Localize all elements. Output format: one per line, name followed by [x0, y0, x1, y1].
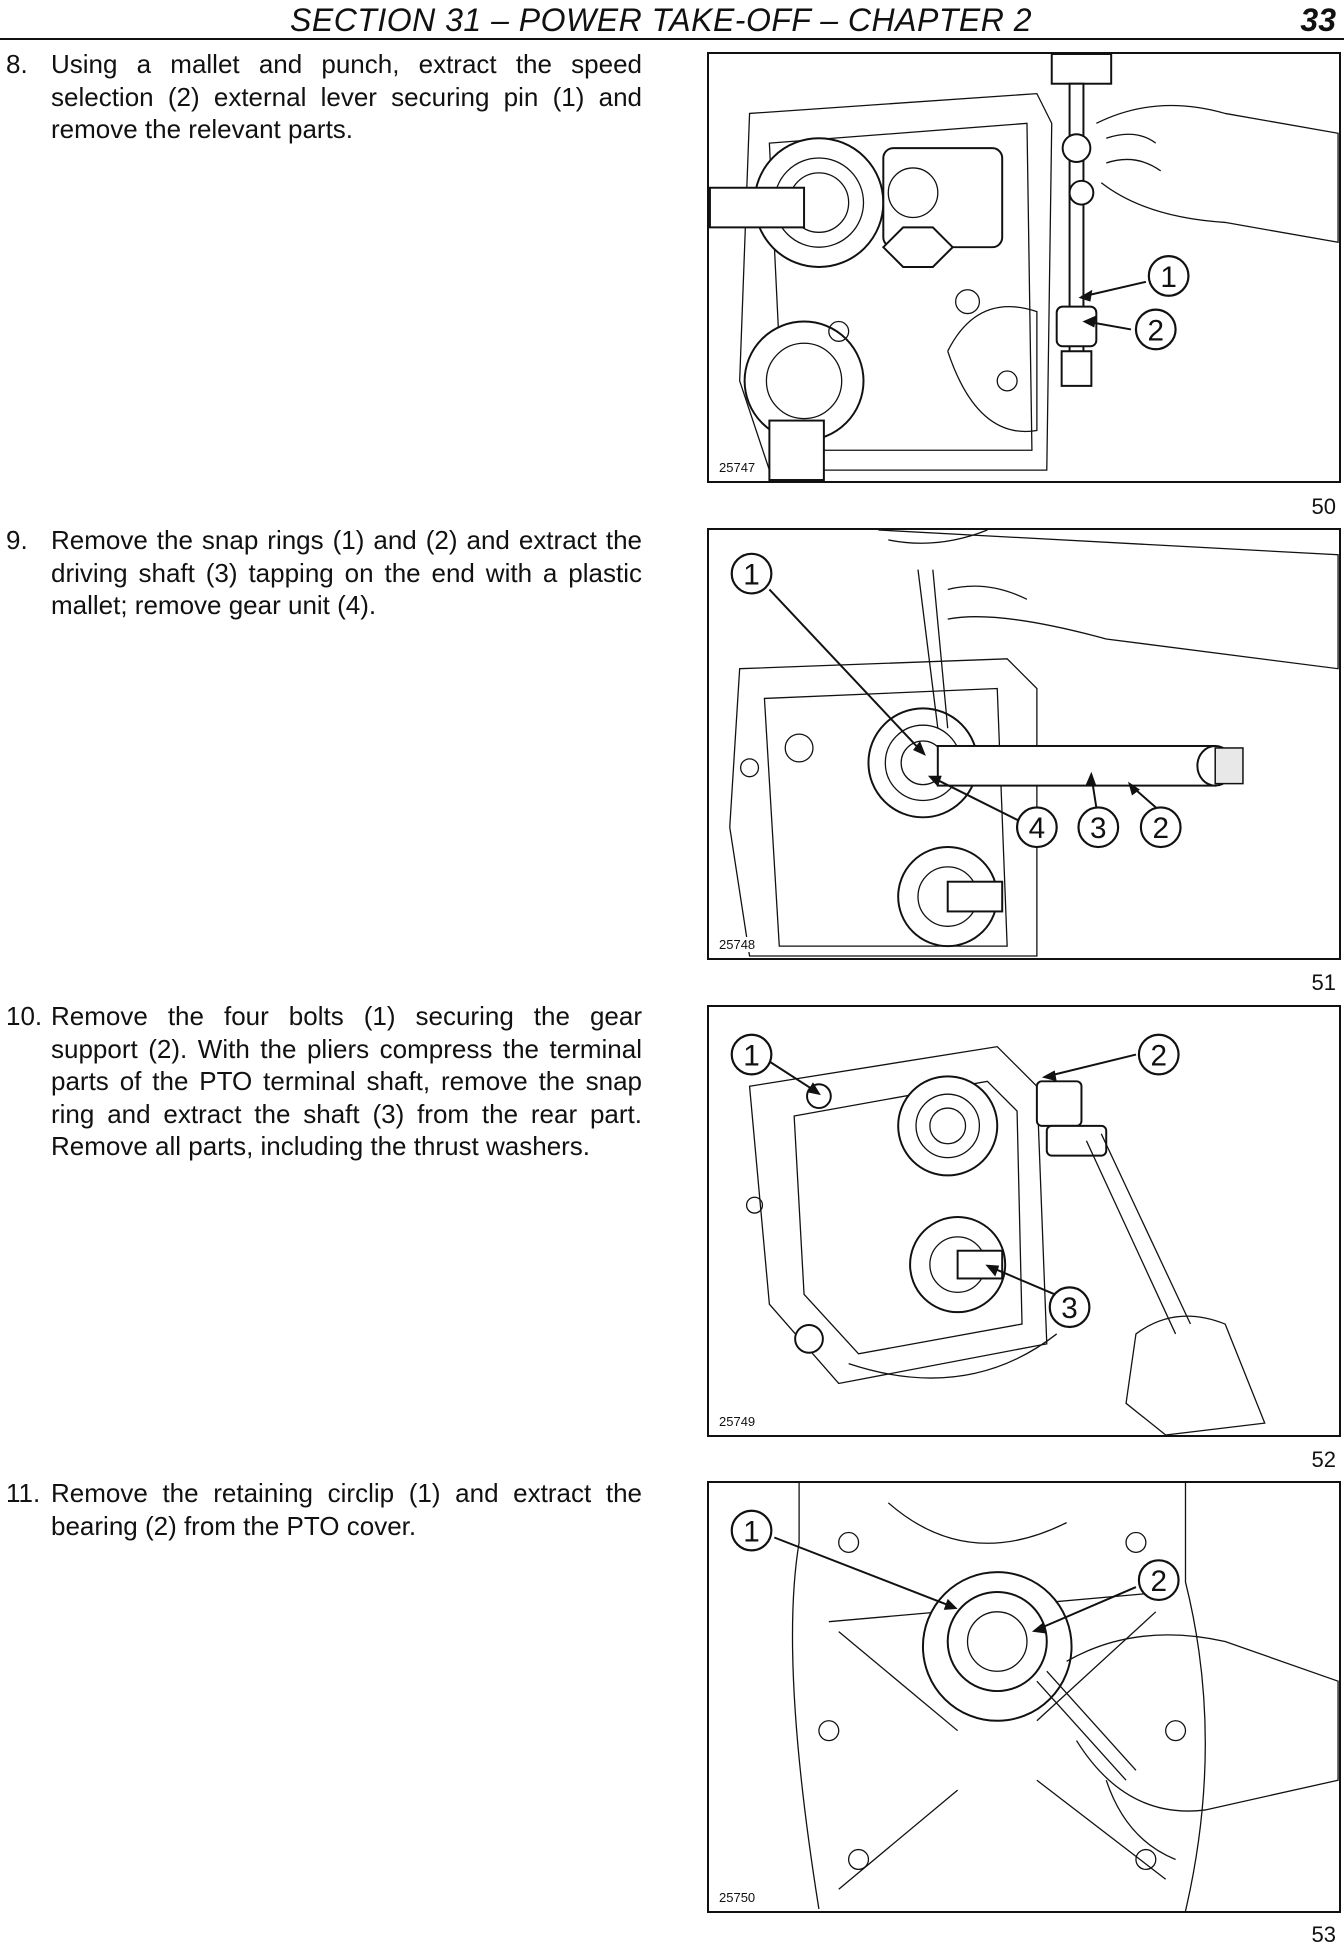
callout-3: 3: [1061, 1292, 1078, 1325]
figure-number-51: 51: [1311, 970, 1336, 995]
callout-1: 1: [1160, 261, 1177, 294]
step-9: 9. Remove the snap rings (1) and (2) and…: [6, 524, 642, 622]
step-text: Using a mallet and punch, extract the sp…: [51, 49, 642, 144]
figure-52: 1 2 3 25749: [707, 1005, 1341, 1437]
step-text: Remove the snap rings (1) and (2) and ex…: [51, 525, 642, 620]
figure-number-50: 50: [1311, 494, 1336, 519]
figure-51-illustration: 1 4 3 2: [729, 530, 1339, 957]
figure-53: 1 2 25750: [707, 1481, 1341, 1913]
step-11: 11. Remove the retaining circlip (1) and…: [6, 1477, 642, 1542]
callout-1: 1: [743, 1515, 760, 1548]
page-header: SECTION 31 – POWER TAKE-OFF – CHAPTER 2 …: [0, 0, 1344, 40]
page-number: 33: [1300, 2, 1336, 38]
callout-1: 1: [743, 1039, 760, 1072]
step-8: 8. Using a mallet and punch, extract the…: [6, 48, 642, 146]
figure-50-illustration: 1 2: [709, 54, 1339, 481]
step-10: 10. Remove the four bolts (1) securing t…: [6, 1000, 642, 1163]
figure-code: 25749: [717, 1414, 758, 1429]
figure-code: 25748: [717, 937, 758, 952]
callout-3: 3: [1090, 812, 1107, 845]
figure-52-illustration: 1 2 3: [730, 1033, 1266, 1435]
figure-number-53: 53: [1311, 1922, 1336, 1947]
callout-2: 2: [1152, 812, 1169, 845]
callout-2: 2: [1148, 314, 1165, 347]
section-title: SECTION 31 – POWER TAKE-OFF – CHAPTER 2: [290, 2, 1033, 38]
figure-code: 25750: [717, 1890, 758, 1905]
step-number: 8.: [6, 49, 28, 79]
step-text: Remove the retaining circlip (1) and ext…: [51, 1478, 642, 1541]
figure-51: 1 4 3 2 25748: [707, 528, 1341, 960]
figure-code: 25747: [717, 460, 758, 475]
callout-1: 1: [743, 558, 760, 591]
callout-2: 2: [1150, 1565, 1167, 1598]
figure-50: 1 2 25747: [707, 52, 1341, 483]
step-number: 10.: [6, 1001, 43, 1031]
figure-53-illustration: 1 2: [730, 1483, 1339, 1911]
callout-4: 4: [1029, 812, 1046, 845]
step-number: 11.: [6, 1478, 41, 1508]
callout-2: 2: [1150, 1039, 1167, 1072]
figure-number-52: 52: [1311, 1447, 1336, 1472]
step-number: 9.: [6, 525, 28, 555]
step-text: Remove the four bolts (1) securing the g…: [51, 1001, 642, 1161]
